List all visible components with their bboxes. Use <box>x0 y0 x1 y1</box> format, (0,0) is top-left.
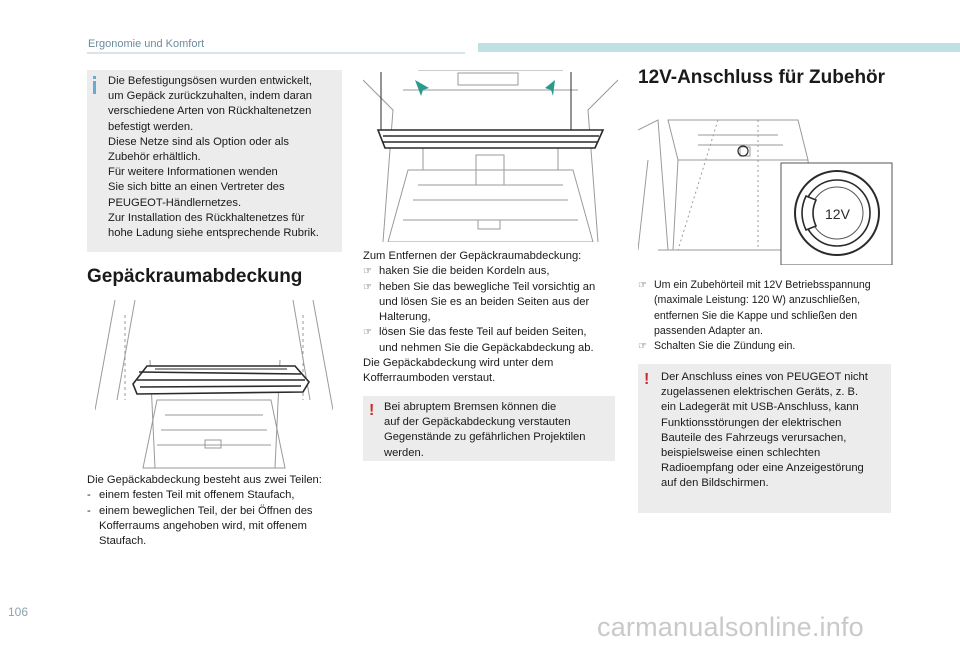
step-text: haken Sie die beiden Kordeln aus, <box>379 265 550 278</box>
warning-line: zugelassenen elektrischen Geräts, z. B. <box>661 386 859 399</box>
warning-line: Der Anschluss eines von PEUGEOT nicht <box>661 371 868 383</box>
warning-line: Funktionsstörungen der elektrischen <box>661 416 842 429</box>
list-item-text: einem festen Teil mit offenem Staufach, <box>99 489 295 502</box>
arrow-bullet-icon: ☞ <box>363 266 372 278</box>
arrow-bullet-icon: ☞ <box>638 280 647 291</box>
step-item: ☞ lösen Sie das feste Teil auf beiden Se… <box>363 325 618 356</box>
list-item-text: Staufach. <box>99 535 147 548</box>
section-heading-luggage-cover: Gepäckraumabdeckung <box>87 266 303 287</box>
info-note: Die Befestigungsösen wurden entwickelt, … <box>87 70 342 252</box>
warning-text: Der Anschluss eines von PEUGEOT nicht zu… <box>661 370 889 492</box>
info-line: befestigt werden. <box>108 120 194 133</box>
warning-line: beispielsweise einen schlechten <box>661 447 821 460</box>
info-line: Sie sich bitte an einen Vertreter des <box>108 181 285 194</box>
info-icon <box>93 76 96 94</box>
step-item: ☞ haken Sie die beiden Kordeln aus, <box>363 264 618 279</box>
warning-note-unapproved-device: ! Der Anschluss eines von PEUGEOT nicht … <box>638 364 891 513</box>
cover-removal-illustration <box>363 70 618 242</box>
removal-instructions: Zum Entfernen der Gepäckraumabdeckung: ☞… <box>363 249 618 387</box>
list-item-text: einem beweglichen Teil, der bei Öffnen d… <box>99 504 313 517</box>
info-line: verschiedene Arten von Rückhaltenetzen <box>108 105 312 118</box>
step-text: lösen Sie das feste Teil auf beiden Seit… <box>379 326 587 339</box>
step-text: Um ein Zubehörteil mit 12V Betriebsspann… <box>654 279 871 291</box>
step-text: Schalten Sie die Zündung ein. <box>654 340 796 353</box>
step-text: und lösen Sie es an beiden Seiten aus de… <box>379 295 590 308</box>
paragraph: Zum Entfernen der Gepäckraumabdeckung: <box>363 250 582 262</box>
warning-line: ein Ladegerät mit USB-Anschluss, kann <box>661 401 859 414</box>
socket-12v-instructions: ☞ Um ein Zubehörteil mit 12V Betriebsspa… <box>638 278 898 354</box>
header-rule <box>87 52 465 54</box>
step-text: passenden Adapter an. <box>654 324 763 337</box>
warning-line: auf den Bildschirmen. <box>661 477 769 490</box>
paragraph: Die Gepäckabdeckung wird unter dem <box>363 357 554 370</box>
trunk-cover-illustration <box>95 300 333 469</box>
watermark: carmanualsonline.info <box>597 612 864 642</box>
warning-line: Bei abruptem Bremsen können die <box>384 401 557 413</box>
step-text: (maximale Leistung: 120 W) anzuschließen… <box>654 294 861 307</box>
info-line: Für weitere Informationen wenden <box>108 166 278 179</box>
page-number: 106 <box>8 605 29 619</box>
section-heading-12v-socket: 12V-Anschluss für Zubehör <box>638 67 886 88</box>
warning-text: Bei abruptem Bremsen können die auf der … <box>384 400 612 461</box>
info-line: Die Befestigungsösen wurden entwickelt, <box>108 75 312 87</box>
info-line: Zur Installation des Rückhaltenetzes für <box>108 211 305 224</box>
step-item: ☞ heben Sie das bewegliche Teil vorsicht… <box>363 280 618 326</box>
warning-line: Bauteile des Fahrzeugs verursachen, <box>661 431 847 444</box>
warning-line: werden. <box>384 446 424 459</box>
warning-note-braking: ! Bei abruptem Bremsen können die auf de… <box>363 396 615 461</box>
info-line: Diese Netze sind als Option oder als <box>108 135 289 148</box>
socket-12v-illustration: 12V <box>638 119 893 265</box>
step-text: Halterung, <box>379 311 431 324</box>
info-line: PEUGEOT-Händlernetzes. <box>108 196 242 209</box>
step-item: ☞ Um ein Zubehörteil mit 12V Betriebsspa… <box>638 278 898 339</box>
list-item: -einem festen Teil mit offenem Staufach, <box>87 489 295 502</box>
arrow-bullet-icon: ☞ <box>638 341 647 353</box>
socket-12v-label: 12V <box>825 206 851 222</box>
step-text: und nehmen Sie die Gepäckabdeckung ab. <box>379 341 594 354</box>
warning-line: Gegenstände zu gefährlichen Projektilen <box>384 431 586 444</box>
warning-line: auf der Gepäckabdeckung verstauten <box>384 416 571 429</box>
arrow-bullet-icon: ☞ <box>363 327 372 339</box>
paragraph: Kofferraumboden verstaut. <box>363 372 496 385</box>
header-accent-bar <box>478 43 960 52</box>
paragraph: Die Gepäckabdeckung besteht aus zwei Tei… <box>87 474 322 486</box>
info-note-text: Die Befestigungsösen wurden entwickelt, … <box>108 74 340 241</box>
luggage-cover-parts: Die Gepäckabdeckung besteht aus zwei Tei… <box>87 473 349 549</box>
arrow-bullet-icon: ☞ <box>363 281 372 293</box>
list-item: - einem beweglichen Teil, der bei Öffnen… <box>87 504 349 550</box>
step-text: heben Sie das bewegliche Teil vorsichtig… <box>379 280 596 293</box>
info-line: hohe Ladung siehe entsprechende Rubrik. <box>108 227 319 240</box>
warning-icon: ! <box>644 371 650 388</box>
step-item: ☞ Schalten Sie die Zündung ein. <box>638 339 898 354</box>
warning-line: Radioempfang oder eine Anzeigestörung <box>661 462 864 475</box>
info-line: Zubehör erhältlich. <box>108 151 201 164</box>
list-item-text: Kofferraums angehoben wird, mit offenem <box>99 519 307 532</box>
step-text: entfernen Sie die Kappe und schließen de… <box>654 309 858 322</box>
info-line: um Gepäck zurückzuhalten, indem daran <box>108 90 312 103</box>
section-title: Ergonomie und Komfort <box>88 38 205 50</box>
warning-icon: ! <box>369 402 375 419</box>
